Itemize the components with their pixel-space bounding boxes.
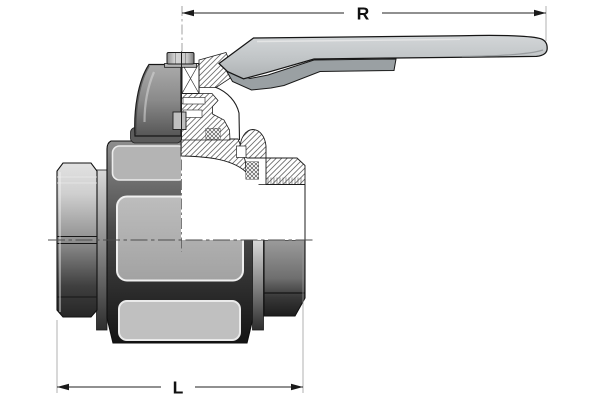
left-neck [96,169,108,331]
body-panel-top [111,145,187,181]
handle-grip-shade [461,49,544,58]
left-union-hex-end [56,162,108,331]
valve-body [106,140,254,344]
right-hex-body [263,239,306,317]
dimension-r: R [182,4,547,41]
body-panel-bottom [118,300,241,341]
thread-lines [267,177,302,184]
hex-facet-highlight-lines [57,176,97,184]
centerlines [48,6,316,252]
ball-seat-crosshatch [246,162,259,179]
packing-ring-crosshatch [206,128,220,140]
flange-notch [236,145,247,158]
handle-skirt [224,58,397,91]
bonnet-highlight [143,71,156,123]
stem-stop-block [172,111,187,130]
handle-lever [218,34,548,91]
stem-section-diagonals [181,63,200,94]
right-neck [252,239,264,331]
section-view [180,129,307,240]
bonnet-edge-shade [134,65,150,135]
dimension-l: L [56,243,304,398]
handle-lever-path [218,34,548,80]
dim-l-arrow-left [57,383,69,391]
bonnet-flange-profile [214,86,241,141]
dim-l-arrow-right [291,383,303,391]
handle-top-highlight [256,38,461,43]
dim-r-arrow-left [182,9,194,17]
threaded-end-hatched [265,157,306,185]
right-pipe-end-external [252,239,306,331]
stem-nut-facets [175,53,186,64]
dim-r-label: R [357,4,370,24]
stem-cap-nut [166,52,195,65]
hex-facet-edge-lines [57,235,97,298]
dim-r-arrow-right [534,9,546,17]
dim-l-label: L [173,378,184,398]
packing-washer-upper [182,97,206,105]
